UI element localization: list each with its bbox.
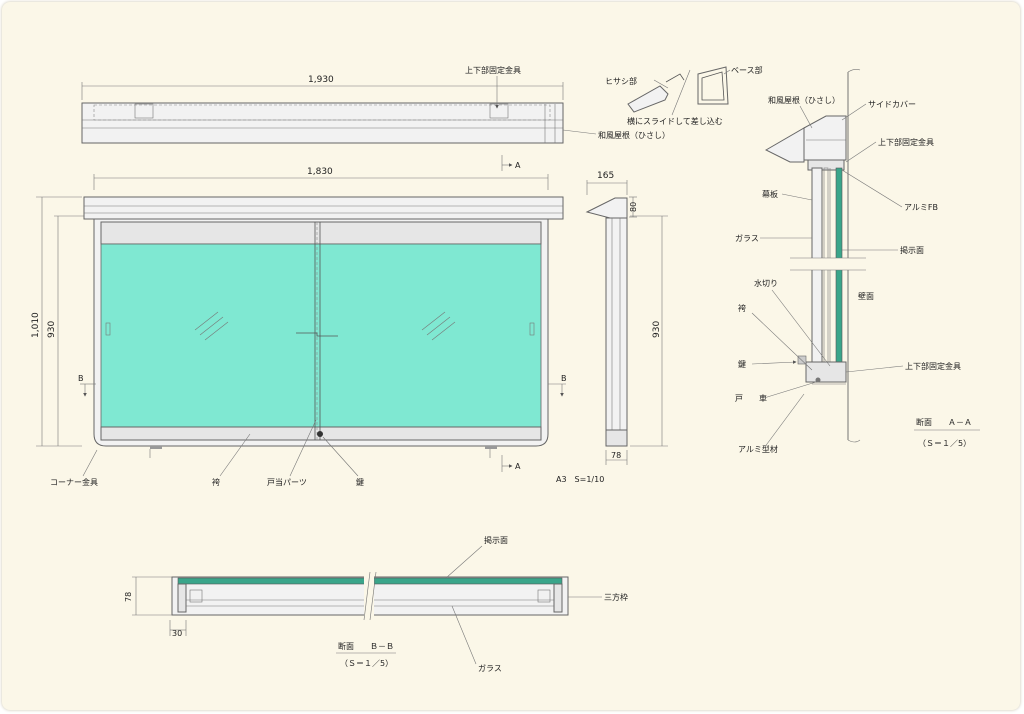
aa-scale: （Ｓ＝１／5）	[918, 439, 971, 448]
section-aa: 和風屋根（ひさし） サイドカバー 上下部固定金具 幕板 アルミFB ガラス 掲示…	[735, 69, 980, 454]
label-slide: 横にスライドして差し込む	[627, 116, 723, 126]
label-corner: コーナー金具	[50, 477, 98, 487]
dim-side-depth: 165	[597, 171, 614, 181]
label-door-stop: 戸当パーツ	[267, 477, 307, 487]
front-view: 1,830 1,010 930	[31, 167, 604, 487]
dim-height-inner: 930	[47, 321, 57, 338]
label-base: ベース部	[731, 65, 763, 75]
aa-label-makuita: 幕板	[762, 189, 778, 199]
aa-label-glass: ガラス	[735, 233, 759, 243]
section-bb: 78 30 掲示面 三方枠 ガラス 断面 Ｂ－Ｂ （Ｓ＝１／5）	[124, 535, 628, 673]
label-hisashi: ヒサシ部	[605, 76, 637, 86]
aa-label-tosha: 戸 車	[735, 393, 767, 403]
aa-label-fix-top: 上下部固定金具	[878, 137, 934, 147]
front-glass	[100, 243, 542, 428]
dim-top-width: 1,930	[308, 75, 334, 85]
section-b-right: B	[561, 374, 567, 383]
bb-title: 断面 Ｂ－Ｂ	[338, 641, 394, 651]
label-key: 鍵	[356, 477, 364, 487]
aa-label-alumi-fb: アルミFB	[904, 203, 938, 212]
aa-label-fix-bottom: 上下部固定金具	[905, 361, 961, 371]
aa-title: 断面 Ａ－Ａ	[916, 417, 972, 427]
section-b-left: B	[78, 374, 84, 383]
label-hakama: 袴	[212, 477, 220, 487]
bb-dim-wall: 30	[172, 629, 182, 638]
aa-label-alumi: アルミ型材	[738, 444, 778, 454]
section-a-bottom: A	[515, 462, 521, 471]
dim-inner-width: 1,830	[307, 167, 333, 177]
section-a-top: A	[515, 161, 521, 170]
bb-label-glass: ガラス	[478, 663, 502, 673]
hisashi-detail: ヒサシ部 ベース部 横にスライドして差し込む	[605, 65, 763, 126]
bb-scale: （Ｓ＝１／5）	[340, 659, 393, 668]
aa-label-key: 鍵	[738, 359, 746, 369]
dim-side-bottom: 78	[611, 451, 621, 460]
dim-height-total: 1,010	[31, 312, 41, 338]
aa-label-hakama: 袴	[738, 303, 746, 313]
aa-label-wall: 壁面	[858, 291, 874, 301]
bb-label-board: 掲示面	[484, 535, 508, 545]
dim-side-height: 930	[652, 321, 662, 338]
dim-side-top-h: 80	[629, 202, 638, 212]
aa-label-roof: 和風屋根（ひさし）	[768, 95, 840, 105]
label-scale: A3 S=1/10	[556, 475, 604, 484]
key-icon	[317, 431, 323, 437]
label-roof: 和風屋根（ひさし）	[598, 130, 670, 140]
aa-label-side-cover: サイドカバー	[868, 100, 916, 109]
label-fix-top: 上下部固定金具	[465, 65, 521, 75]
bb-label-sanpo: 三方枠	[604, 592, 628, 602]
top-plan-view: 1,930 上下部固定金具 和風屋根（ひさし） A	[81, 65, 670, 171]
bb-dim-depth: 78	[124, 592, 133, 602]
aa-label-mizukiri: 水切り	[754, 278, 778, 288]
side-view: 165 80 930 78	[585, 171, 668, 465]
aa-label-board: 掲示面	[900, 245, 924, 255]
